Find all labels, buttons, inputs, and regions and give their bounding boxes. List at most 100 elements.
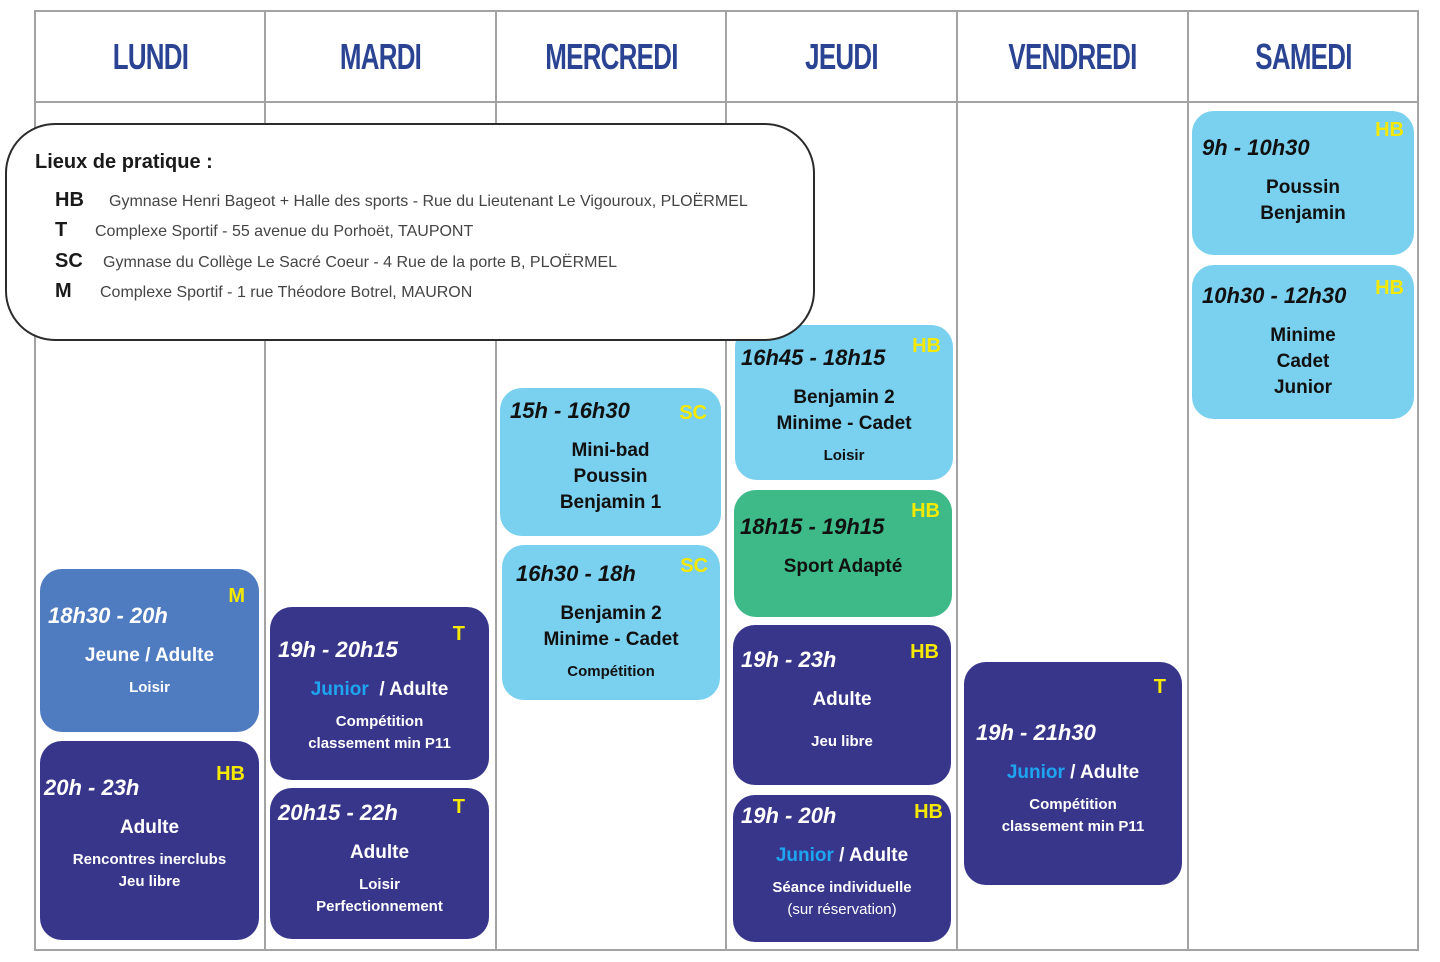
session-detail: Loisir <box>129 679 170 696</box>
session-audience: Mini-bad <box>571 440 650 461</box>
session-detail: (sur réservation) <box>787 901 897 918</box>
legend-code: HB <box>55 189 84 211</box>
location-code: HB <box>914 801 943 823</box>
session-audience: Benjamin 1 <box>559 492 662 513</box>
session-detail: Compétition <box>1029 796 1117 813</box>
session-detail: Jeu libre <box>811 733 873 750</box>
session-time: 9h - 10h30 <box>1202 135 1310 160</box>
session-audience: Adulte <box>119 817 180 838</box>
location-code: HB <box>216 763 245 785</box>
audience-rest: / Adulte <box>833 845 909 866</box>
session-audience: Benjamin 2 <box>560 603 662 624</box>
session-time: 18h15 - 19h15 <box>740 514 885 539</box>
session-time: 19h - 20h15 <box>278 637 398 662</box>
session-detail: classement min P11 <box>308 735 451 752</box>
location-code: M <box>228 585 245 607</box>
day-header-jeudi: JEUDI <box>805 35 878 77</box>
session-audience: Junior / Adulte <box>733 843 951 869</box>
column-divider <box>1187 10 1189 951</box>
session-card: HB 16h45 - 18h15 Benjamin 2 Minime - Cad… <box>735 325 953 480</box>
session-audience: Sport Adapté <box>783 556 903 577</box>
day-header-lundi: LUNDI <box>112 35 189 77</box>
session-detail: Loisir <box>823 447 865 464</box>
session-audience: Benjamin <box>1260 203 1346 224</box>
legend-item-t: T Complexe Sportif - 55 avenue du Porhoët… <box>55 219 473 242</box>
session-card: HB 9h - 10h30 Poussin Benjamin <box>1192 111 1414 255</box>
session-time: 20h15 - 22h <box>278 800 398 825</box>
legend-item-hb: HB Gymnase Henri Bageot + Halle des sport… <box>55 189 748 212</box>
location-code: T <box>452 796 465 818</box>
legend-code: M <box>55 280 72 302</box>
session-detail: Jeu libre <box>118 873 181 890</box>
legend-text: Complexe Sportif - 1 rue Théodore Botrel… <box>100 284 473 301</box>
session-card: T 20h15 - 22h Adulte Loisir Perfectionne… <box>270 788 489 939</box>
session-detail: Compétition <box>335 713 424 730</box>
session-audience: Minime - Cadet <box>543 629 679 650</box>
day-header-mardi: MARDI <box>339 35 422 77</box>
session-audience: Cadet <box>1276 351 1330 372</box>
session-detail: classement min P11 <box>1001 818 1145 835</box>
day-header-mercredi: MERCREDI <box>545 35 678 77</box>
audience-junior: Junior <box>1006 762 1065 783</box>
session-time: 19h - 23h <box>741 647 837 672</box>
session-card: HB 19h - 20h Junior / Adulte Séance indi… <box>733 795 951 942</box>
session-time: 20h - 23h <box>44 775 140 800</box>
audience-junior: Junior <box>775 845 834 866</box>
session-card: HB 18h15 - 19h15 Sport Adapté <box>734 490 952 617</box>
session-detail: Séance individuelle <box>772 879 912 896</box>
session-audience: Minime - Cadet <box>776 413 912 434</box>
location-code: HB <box>911 500 940 522</box>
session-audience: Adulte <box>349 842 410 863</box>
session-detail: Perfectionnement <box>316 898 443 915</box>
column-divider <box>495 10 497 951</box>
legend-item-m: M Complexe Sportif - 1 rue Théodore Botre… <box>55 280 472 303</box>
day-header-samedi: SAMEDI <box>1255 35 1352 77</box>
session-card: SC 16h30 - 18h Benjamin 2 Minime - Cadet… <box>502 545 720 700</box>
session-card: T 19h - 20h15 Junior / Adulte Compétitio… <box>270 607 489 780</box>
session-audience: Jeune / Adulte <box>84 645 215 666</box>
column-divider <box>264 10 266 951</box>
legend-text: Gymnase Henri Bageot + Halle des sports … <box>109 193 748 210</box>
session-detail: Loisir <box>359 876 400 893</box>
location-code: HB <box>912 335 941 357</box>
session-time: 10h30 - 12h30 <box>1202 283 1347 308</box>
session-card: HB 10h30 - 12h30 Minime Cadet Junior <box>1192 265 1414 419</box>
session-time: 15h - 16h30 <box>510 398 630 423</box>
column-divider <box>956 10 958 951</box>
day-header-vendredi: VENDREDI <box>1008 35 1137 77</box>
session-card: HB 20h - 23h Adulte Rencontres inerclubs… <box>40 741 259 940</box>
session-audience: Minime <box>1270 325 1336 346</box>
session-audience: Junior / Adulte <box>270 677 489 703</box>
session-audience: Junior <box>1273 377 1333 398</box>
location-code: T <box>452 623 465 645</box>
legend-text: Gymnase du Collège Le Sacré Coeur - 4 Ru… <box>103 254 618 271</box>
session-audience: Benjamin 2 <box>793 387 895 408</box>
session-audience: Poussin <box>1266 177 1340 198</box>
session-card: HB 19h - 23h Adulte Jeu libre <box>733 625 951 785</box>
session-time: 19h - 21h30 <box>976 720 1096 745</box>
session-time: 16h45 - 18h15 <box>741 345 886 370</box>
legend-code: T <box>55 219 68 241</box>
audience-junior: Junior <box>310 679 369 700</box>
session-card: M 18h30 - 20h Jeune / Adulte Loisir <box>40 569 259 732</box>
column-divider <box>725 10 727 951</box>
session-card: T 19h - 21h30 Junior / Adulte Compétitio… <box>964 662 1182 885</box>
audience-rest: / Adulte <box>374 679 449 700</box>
session-time: 16h30 - 18h <box>516 561 636 586</box>
session-audience: Junior / Adulte <box>964 760 1182 786</box>
legend-title: Lieux de pratique : <box>35 151 213 173</box>
location-code: SC <box>679 402 707 424</box>
session-detail: Compétition <box>567 663 655 680</box>
locations-legend: Lieux de pratique : HB Gymnase Henri Bage… <box>5 123 815 341</box>
location-code: HB <box>1375 119 1404 141</box>
session-audience: Adulte <box>812 689 872 710</box>
session-detail: Rencontres inerclubs <box>72 851 227 868</box>
audience-rest: / Adulte <box>1064 762 1140 783</box>
session-time: 18h30 - 20h <box>48 603 168 628</box>
legend-text: Complexe Sportif - 55 avenue du Porhoët,… <box>95 223 474 240</box>
location-code: HB <box>910 641 939 663</box>
session-time: 19h - 20h <box>741 803 837 828</box>
location-code: SC <box>680 555 708 577</box>
legend-code: SC <box>55 250 83 272</box>
session-card: SC 15h - 16h30 Mini-bad Poussin Benjamin… <box>500 388 721 536</box>
